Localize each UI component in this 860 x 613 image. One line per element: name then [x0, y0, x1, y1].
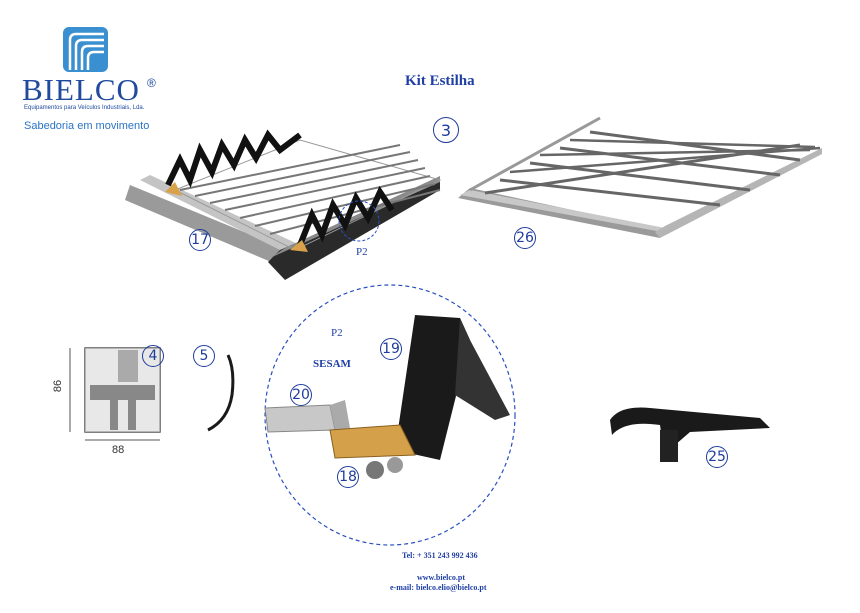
- detail-title: P2: [331, 327, 343, 339]
- kit-number-callout: 3: [433, 117, 459, 143]
- contact-web[interactable]: www.bielco.pt: [417, 573, 465, 582]
- brand-slogan: Sabedoria em movimento: [24, 120, 150, 132]
- profile-height-dim: 86: [52, 379, 65, 393]
- contact-tel: Tel: + 351 243 992 436: [402, 551, 478, 560]
- frame-assembly-26: [458, 116, 822, 238]
- detail-ref-label: P2: [356, 246, 368, 258]
- callout-19: 19: [380, 338, 402, 360]
- callout-18: 18: [337, 466, 359, 488]
- slider-block-20: [264, 400, 350, 433]
- profile-cross-section-4: [69, 347, 161, 441]
- detail-subtitle: SESAM: [313, 358, 351, 370]
- callout-4: 4: [142, 345, 164, 367]
- seal-clip-5: [207, 354, 235, 432]
- contact-email[interactable]: e-mail: bielco.elio@bielco.pt: [390, 583, 487, 592]
- roller-carriage-18: [329, 424, 416, 479]
- registered-mark: ®: [147, 76, 156, 90]
- callout-17: 17: [189, 229, 211, 251]
- detail-circle-p2: [264, 284, 516, 546]
- roof-assembly-17: [125, 129, 442, 280]
- callout-26: 26: [514, 227, 536, 249]
- profile-width-dim: 88: [112, 444, 125, 456]
- hook-bracket-25: [610, 407, 770, 462]
- callout-5: 5: [193, 345, 215, 367]
- callout-20: 20: [290, 384, 312, 406]
- brand-name: BIELCO: [22, 72, 140, 107]
- bielco-logo-icon: [63, 27, 108, 72]
- brand-subtitle: Equipamentos para Veículos Industriais, …: [24, 105, 145, 111]
- page-title: Kit Estilha: [405, 73, 475, 89]
- callout-25: 25: [706, 446, 728, 468]
- bow-bracket-19: [395, 315, 510, 460]
